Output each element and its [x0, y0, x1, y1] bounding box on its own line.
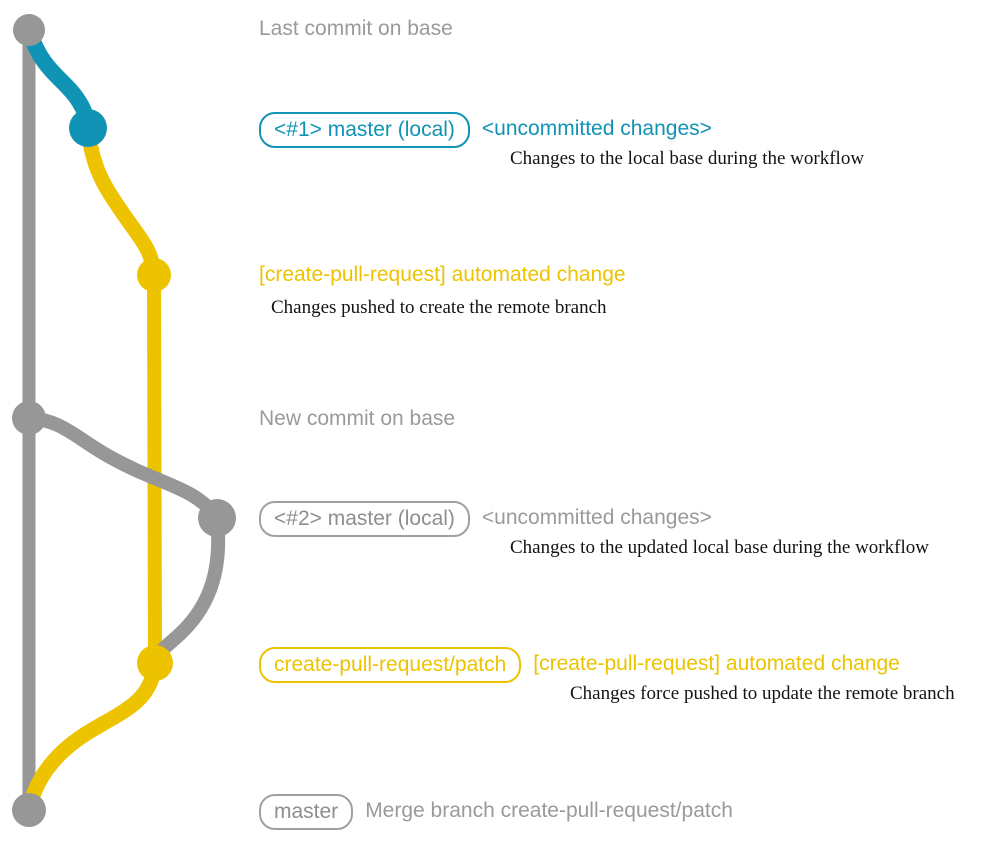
commit-subject-local-uncommitted-2: <uncommitted changes> — [481, 506, 712, 529]
commit-description-local-uncommitted-1: Changes to the local base during the wor… — [510, 148, 865, 169]
branch-pill-create-pull-request-patch[interactable]: create-pull-request/patch — [259, 647, 522, 683]
commit-node-base-new[interactable] — [12, 401, 46, 435]
heading-last-commit-on-base: Last commit on base — [259, 17, 453, 40]
commit-node-remote-2[interactable] — [137, 645, 173, 681]
commit-subject-automated-change-2: [create-pull-request] automated change — [533, 652, 900, 675]
branch-line-merge — [21, 655, 163, 818]
commit-node-local-1[interactable] — [69, 109, 107, 147]
commit-description-automated-change-2: Changes force pushed to update the remot… — [570, 683, 955, 704]
commit-node-local-2[interactable] — [198, 499, 236, 537]
commit-node-remote-1[interactable] — [137, 258, 171, 292]
commit-node-merge-final[interactable] — [12, 793, 46, 827]
commit-subject-automated-change-1: [create-pull-request] automated change — [259, 263, 626, 286]
row-automated-change-1: [create-pull-request] automated change — [259, 262, 626, 288]
branch-pill-master[interactable]: master — [259, 794, 354, 830]
commit-node-base-last[interactable] — [13, 14, 45, 46]
row-automated-change-2: create-pull-request/patch [create-pull-r… — [259, 647, 900, 683]
row-local-uncommitted-2: <#2> master (local) <uncommitted changes… — [259, 501, 712, 537]
row-local-uncommitted-1: <#1> master (local) <uncommitted changes… — [259, 112, 712, 148]
heading-new-commit-on-base: New commit on base — [259, 407, 456, 430]
branch-line-remote-trunk — [147, 268, 162, 670]
row-merge-commit: master Merge branch create-pull-request/… — [259, 794, 733, 830]
commit-subject-local-uncommitted-1: <uncommitted changes> — [481, 117, 712, 140]
commit-description-local-uncommitted-2: Changes to the updated local base during… — [510, 537, 929, 558]
commit-subject-merge: Merge branch create-pull-request/patch — [365, 799, 733, 822]
branch-pill-master-local-1[interactable]: <#1> master (local) — [259, 112, 470, 148]
branch-line-local-2 — [22, 411, 224, 525]
branch-line-remote-1 — [80, 120, 162, 283]
branch-pill-master-local-2[interactable]: <#2> master (local) — [259, 501, 470, 537]
commit-description-automated-change-1: Changes pushed to create the remote bran… — [271, 297, 607, 318]
